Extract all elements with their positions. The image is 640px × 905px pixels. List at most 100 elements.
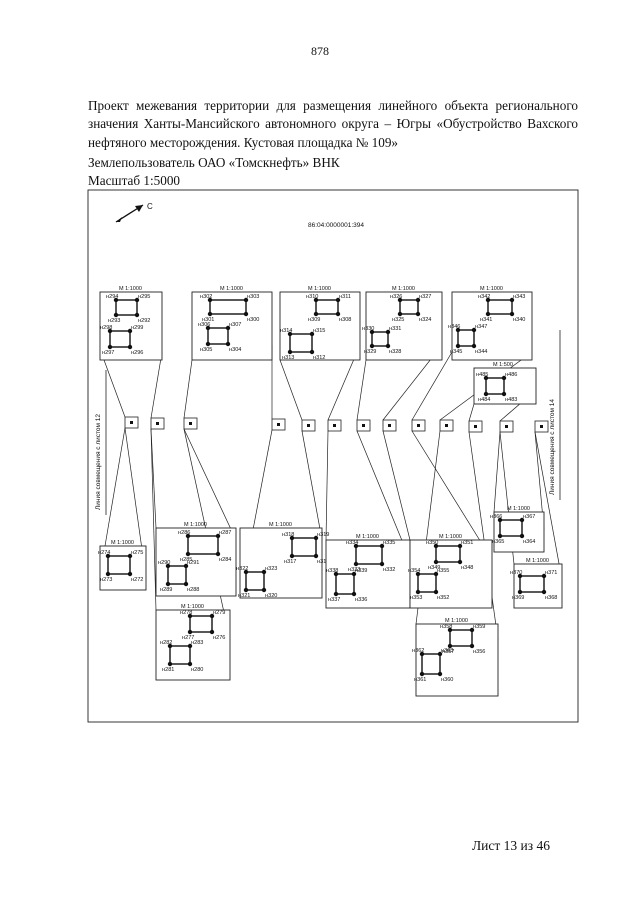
leader-line (411, 351, 453, 421)
point-label: н288 (187, 587, 199, 593)
survey-point (433, 559, 439, 565)
point-label: н311 (339, 294, 351, 300)
survey-point (369, 329, 375, 335)
inset-frame (191, 291, 273, 361)
point-label: н303 (247, 294, 259, 300)
survey-point (415, 571, 421, 577)
plot-marker-dot (388, 424, 391, 427)
survey-point (127, 553, 133, 559)
point-label: н345 (450, 349, 462, 355)
land-user: Землепользователь ОАО «Томскнефть» ВНК (88, 155, 340, 170)
scale-label: Масштаб 1:5000 (88, 173, 181, 188)
plot-marker-dot (277, 423, 280, 426)
survey-point (113, 312, 119, 318)
inset-frame (513, 563, 563, 609)
parcel-outline (115, 299, 138, 316)
point-label: н484 (478, 397, 490, 403)
leader-line (382, 430, 411, 541)
point-label: н307 (229, 322, 241, 328)
parcel-outline (167, 565, 187, 585)
inset-frame (473, 367, 537, 405)
survey-point (353, 561, 359, 567)
inset-frame (493, 511, 545, 553)
point-label: н354 (408, 568, 420, 574)
survey-point (437, 671, 443, 677)
point-label: н277 (182, 635, 194, 641)
inset-scale: М 1:1000 (181, 604, 204, 610)
point-label: н289 (160, 587, 172, 593)
survey-point (483, 391, 489, 397)
point-label: н367 (523, 514, 535, 520)
point-label: н347 (475, 324, 487, 330)
inset-scale: М 1:1000 (480, 286, 503, 292)
inset-scale: М 1:1000 (356, 534, 379, 540)
survey-point (225, 325, 231, 331)
survey-point (127, 344, 133, 350)
inset-frame (365, 291, 443, 361)
point-label: н328 (389, 349, 401, 355)
parcel-outline (107, 555, 131, 575)
inset-scale: М 1:1000 (220, 286, 243, 292)
survey-point (165, 581, 171, 587)
plot-marker-dot (130, 421, 133, 424)
survey-point (517, 589, 523, 595)
survey-point (469, 643, 475, 649)
point-label: н297 (102, 350, 114, 356)
survey-point (309, 349, 315, 355)
point-label: н294 (106, 294, 118, 300)
point-label: н330 (362, 326, 374, 332)
point-label: н310 (306, 294, 318, 300)
inset-scale: М 1:1000 (269, 522, 292, 528)
survey-point (455, 343, 461, 349)
parcel-outline (335, 573, 355, 595)
inset-scale: М 1:1000 (111, 540, 134, 546)
parcel-outline (435, 545, 461, 563)
leader-line (301, 430, 323, 541)
point-label: н319 (317, 532, 329, 538)
survey-point (313, 311, 319, 317)
survey-point (333, 591, 339, 597)
point-label: н370 (510, 570, 522, 576)
parcel-outline (315, 299, 339, 315)
survey-point (471, 343, 477, 349)
alignment-line-right-label: Линия совмещения с листом 14 (549, 399, 556, 495)
point-label: н314 (280, 328, 292, 334)
survey-point (351, 571, 357, 577)
point-label: н304 (229, 347, 241, 353)
survey-point (243, 587, 249, 593)
point-label: н293 (108, 318, 120, 324)
survey-point (185, 533, 191, 539)
survey-point (397, 297, 403, 303)
survey-point (455, 327, 461, 333)
north-arrow-icon (115, 204, 144, 223)
inset-scale: М 1:1000 (439, 534, 462, 540)
survey-point (433, 589, 439, 595)
point-label: н339 (355, 568, 367, 574)
point-label: н371 (545, 570, 557, 576)
point-label: н335 (383, 540, 395, 546)
survey-point (289, 535, 295, 541)
leader-line (468, 431, 499, 641)
point-label: н302 (200, 294, 212, 300)
cadastral-number: 86:04:0000001:394 (308, 222, 364, 229)
inset-frame (451, 291, 533, 361)
point-label: н324 (419, 317, 431, 323)
plot-marker-dot (156, 422, 159, 425)
leader-line (356, 359, 367, 421)
leader-line (183, 359, 193, 419)
point-label: н316 (317, 559, 329, 565)
survey-point (379, 543, 385, 549)
survey-point (351, 591, 357, 597)
leader-line (150, 428, 157, 611)
parcel-outline (169, 645, 191, 665)
survey-point (519, 533, 525, 539)
point-label: н334 (346, 540, 358, 546)
survey-point (187, 643, 193, 649)
sheet-footer: Лист 13 из 46 (472, 838, 550, 853)
